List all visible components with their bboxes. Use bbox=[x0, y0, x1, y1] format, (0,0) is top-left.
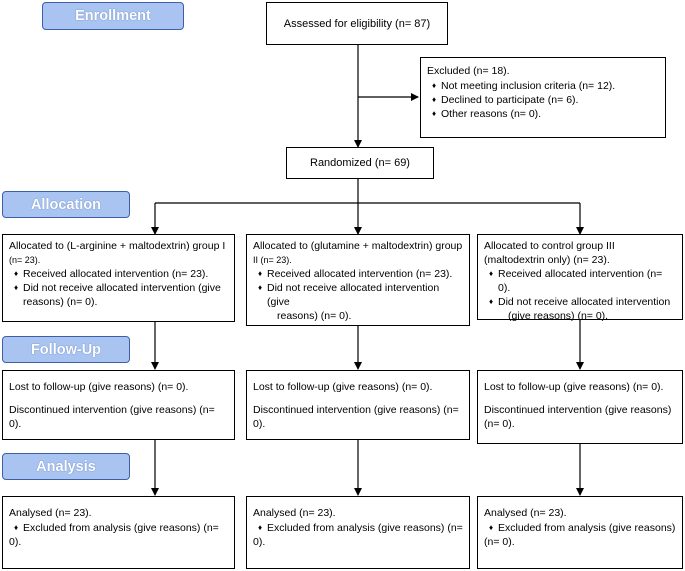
followup-box-group2: Lost to follow-up (give reasons) (n= 0).… bbox=[246, 370, 470, 440]
allocation-box-group1: Allocated to (L-arginine + maltodextrin)… bbox=[2, 234, 235, 322]
diamond-bullet-icon: ♦ bbox=[257, 283, 263, 292]
excluded-from-analysis-label: Excluded from analysis (give reasons) (n… bbox=[23, 522, 219, 534]
excluded-from-analysis-cont: (n= 0). bbox=[484, 536, 515, 548]
diamond-bullet-icon: ♦ bbox=[13, 523, 19, 532]
allocation-box-group3: Allocated to control group III (maltodex… bbox=[477, 234, 683, 322]
discontinued-intervention: Discontinued intervention (give reasons)… bbox=[9, 404, 215, 416]
discontinued-intervention-cont: 0). bbox=[253, 418, 266, 430]
allocation-not-received: ♦ Did not receive allocated intervention … bbox=[9, 281, 228, 295]
diamond-bullet-icon: ♦ bbox=[488, 523, 494, 532]
analysis-box-group1: Analysed (n= 23). ♦ Excluded from analysi… bbox=[2, 496, 235, 569]
allocation-not-received: ♦ Did not receive allocated intervention … bbox=[253, 281, 463, 309]
excluded-item-label: Declined to participate (n= 6). bbox=[441, 94, 579, 106]
excluded-from-analysis-cont: 0). bbox=[253, 536, 266, 548]
allocation-received: ♦ Received allocated intervention (n= 0). bbox=[484, 267, 676, 295]
analysis-box-group2: Analysed (n= 23). ♦ Excluded from analysi… bbox=[246, 496, 470, 569]
allocation-count: (maltodextrin only) (n= 23). bbox=[484, 254, 610, 266]
diamond-bullet-icon: ♦ bbox=[257, 269, 263, 278]
diamond-bullet-icon: ♦ bbox=[488, 269, 494, 278]
allocation-received: ♦ Received allocated intervention (n= 23)… bbox=[9, 267, 228, 281]
excluded-from-analysis: ♦ Excluded from analysis (give reasons) (… bbox=[253, 521, 463, 535]
discontinued-intervention: Discontinued intervention (give reasons) bbox=[484, 404, 672, 416]
discontinued-intervention: Discontinued intervention (give reasons)… bbox=[253, 404, 459, 416]
diamond-bullet-icon: ♦ bbox=[431, 109, 437, 118]
allocation-title: Allocated to (L-arginine + maltodextrin)… bbox=[9, 240, 226, 252]
stage-allocation: Allocation bbox=[2, 191, 130, 218]
excluded-from-analysis-label: Excluded from analysis (give reasons) (n… bbox=[267, 522, 463, 534]
analysis-box-group3: Analysed (n= 23). ♦ Excluded from analysi… bbox=[477, 496, 683, 569]
excluded-from-analysis-cont: 0). bbox=[9, 536, 22, 548]
assessed-box: Assessed for eligibility (n= 87) bbox=[266, 2, 448, 45]
excluded-from-analysis: ♦ Excluded from analysis (give reasons) (… bbox=[9, 521, 228, 535]
excluded-from-analysis: ♦ Excluded from analysis (give reasons) bbox=[484, 521, 676, 535]
excluded-item: ♦ Other reasons (n= 0). bbox=[427, 107, 659, 121]
randomized-text: Randomized (n= 69) bbox=[310, 157, 410, 169]
lost-to-followup: Lost to follow-up (give reasons) (n= 0). bbox=[253, 381, 433, 393]
followup-box-group1: Lost to follow-up (give reasons) (n= 0).… bbox=[2, 370, 235, 440]
allocation-received: ♦ Received allocated intervention (n= 23)… bbox=[253, 267, 463, 281]
allocation-not-received-label: Did not receive allocated intervention (… bbox=[23, 282, 221, 294]
followup-box-group3: Lost to follow-up (give reasons) (n= 0).… bbox=[477, 370, 683, 444]
analysed-count: Analysed (n= 23). bbox=[9, 507, 92, 519]
allocation-received-label: Received allocated intervention (n= 0). bbox=[498, 268, 663, 294]
excluded-item-label: Other reasons (n= 0). bbox=[441, 108, 542, 120]
diamond-bullet-icon: ♦ bbox=[431, 95, 437, 104]
analysed-count: Analysed (n= 23). bbox=[253, 507, 336, 519]
allocation-box-group2: Allocated to (glutamine + maltodextrin) … bbox=[246, 234, 470, 326]
allocation-count: (n= 23). bbox=[9, 255, 41, 265]
excluded-item: ♦ Declined to participate (n= 6). bbox=[427, 93, 659, 107]
stage-followup: Follow-Up bbox=[2, 336, 130, 363]
analysed-count: Analysed (n= 23). bbox=[484, 507, 567, 519]
excluded-item-label: Not meeting inclusion criteria (n= 12). bbox=[441, 80, 616, 92]
allocation-received-label: Received allocated intervention (n= 23). bbox=[267, 268, 453, 280]
excluded-box: Excluded (n= 18). ♦ Not meeting inclusion… bbox=[420, 57, 666, 138]
allocation-not-received-label: Did not receive allocated intervention bbox=[498, 296, 671, 308]
diamond-bullet-icon: ♦ bbox=[431, 81, 437, 90]
allocation-received-label: Received allocated intervention (n= 23). bbox=[23, 268, 209, 280]
excluded-item: ♦ Not meeting inclusion criteria (n= 12). bbox=[427, 79, 659, 93]
stage-analysis: Analysis bbox=[2, 453, 130, 480]
diamond-bullet-icon: ♦ bbox=[488, 297, 494, 306]
allocation-not-received: ♦ Did not receive allocated intervention bbox=[484, 295, 676, 309]
stage-enrollment: Enrollment bbox=[42, 2, 184, 30]
lost-to-followup: Lost to follow-up (give reasons) (n= 0). bbox=[484, 381, 664, 393]
excluded-title: Excluded (n= 18). bbox=[427, 65, 510, 77]
randomized-box: Randomized (n= 69) bbox=[286, 147, 434, 179]
allocation-title: Allocated to (glutamine + maltodextrin) … bbox=[253, 240, 463, 252]
discontinued-intervention-cont: 0). bbox=[9, 418, 22, 430]
allocation-not-received-cont: reasons) (n= 0). bbox=[277, 310, 352, 322]
discontinued-intervention-cont: (n= 0). bbox=[484, 418, 515, 430]
allocation-title: Allocated to control group III bbox=[484, 240, 615, 252]
allocation-not-received-cont: (give reasons) (n= 0). bbox=[508, 310, 609, 322]
lost-to-followup: Lost to follow-up (give reasons) (n= 0). bbox=[9, 381, 189, 393]
assessed-text: Assessed for eligibility (n= 87) bbox=[283, 17, 431, 30]
allocation-not-received-label: Did not receive allocated intervention (… bbox=[267, 282, 440, 308]
allocation-count: II (n= 23). bbox=[253, 255, 292, 265]
diamond-bullet-icon: ♦ bbox=[13, 283, 19, 292]
allocation-not-received-cont: reasons) (n= 0). bbox=[23, 296, 98, 308]
diamond-bullet-icon: ♦ bbox=[13, 269, 19, 278]
diamond-bullet-icon: ♦ bbox=[257, 523, 263, 532]
excluded-from-analysis-label: Excluded from analysis (give reasons) bbox=[498, 522, 676, 534]
